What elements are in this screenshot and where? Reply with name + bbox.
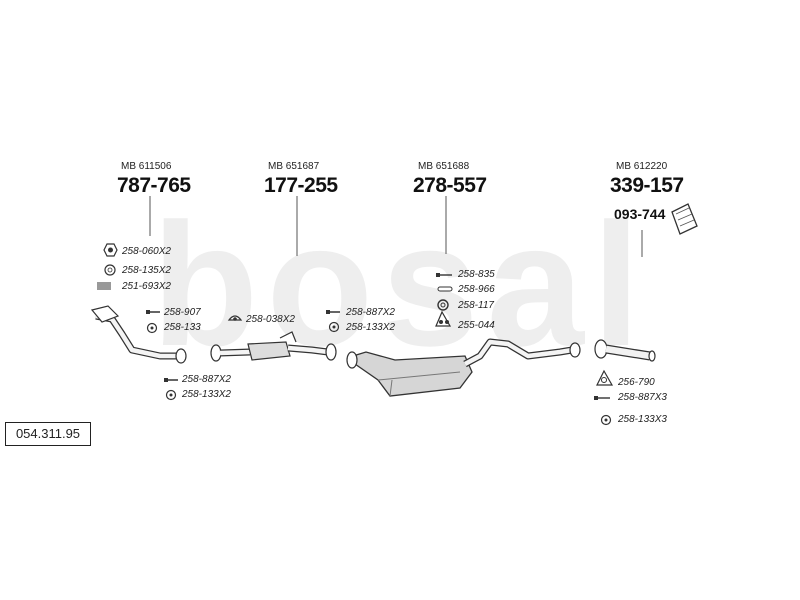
part-label: 258-117 <box>458 300 494 311</box>
gasket-icon <box>596 369 614 386</box>
part-label: 258-133X2 <box>346 322 395 333</box>
part-label: 258-907 <box>164 307 201 318</box>
part-label: 258-060X2 <box>122 246 171 257</box>
part-label: 251-693X2 <box>122 281 171 292</box>
part-label: 258-887X2 <box>346 307 395 318</box>
part-label: 258-038X2 <box>246 314 295 325</box>
spring-icon <box>97 282 111 290</box>
clamp-icon <box>227 315 243 321</box>
washer-ring-icon <box>104 264 116 276</box>
section-3-mb-code: MB 651688 <box>418 161 470 172</box>
center-pipe-resonator <box>210 331 337 362</box>
part-label: 258-887X2 <box>182 374 231 385</box>
washer-ring-icon <box>146 322 158 334</box>
rubber-hanger-icon <box>437 299 449 311</box>
part-label: 258-135X2 <box>122 265 171 276</box>
bolt-icon <box>594 396 610 400</box>
bolt-icon <box>326 310 340 314</box>
washer-ring-icon <box>600 414 612 426</box>
heat-shield-icon <box>671 203 698 235</box>
part-label: 258-887X3 <box>618 392 667 403</box>
part-label: 258-133 <box>164 322 201 333</box>
bolt-icon <box>146 310 160 314</box>
bolt-icon <box>164 378 178 382</box>
heat-shield-icon <box>435 310 452 327</box>
washer-ring-icon <box>328 321 340 333</box>
tail-pipe <box>594 339 656 362</box>
part-label: 255-044 <box>458 320 495 331</box>
front-pipe <box>90 305 187 364</box>
section-1-part-number: 787-765 <box>117 174 191 197</box>
section-2-mb-code: MB 651687 <box>268 161 320 172</box>
hex-nut-icon <box>103 243 118 257</box>
bolt-icon <box>437 286 453 292</box>
part-label: 258-133X3 <box>618 414 667 425</box>
bolt-icon <box>436 273 452 277</box>
section-4-extra-part-number: 093-744 <box>614 206 666 222</box>
section-4-part-number: 339-157 <box>610 174 684 197</box>
part-label: 256-790 <box>618 377 655 388</box>
washer-ring-icon <box>165 389 177 401</box>
section-1-mb-code: MB 611506 <box>121 161 172 172</box>
section-3-part-number: 278-557 <box>413 174 487 197</box>
main-silencer <box>346 338 581 397</box>
part-label: 258-133X2 <box>182 389 231 400</box>
part-label: 258-966 <box>458 284 495 295</box>
section-2-part-number: 177-255 <box>264 174 338 197</box>
reference-number-box: 054.311.95 <box>5 422 91 446</box>
part-label: 258-835 <box>458 269 495 280</box>
section-4-mb-code: MB 612220 <box>616 161 668 172</box>
